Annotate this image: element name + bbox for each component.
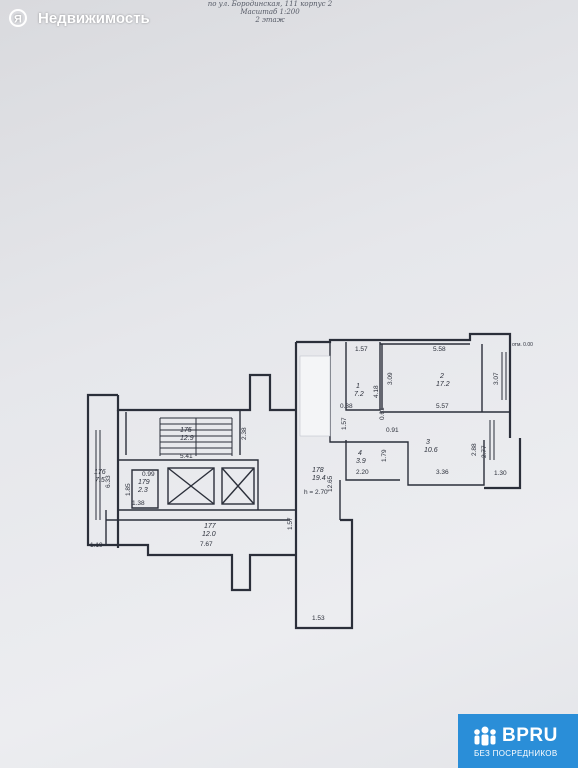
dim-label: 0.91 xyxy=(386,427,399,434)
dim-label: 7.67 xyxy=(200,541,213,548)
yandex-logo-icon: Я xyxy=(8,8,32,28)
room-area: 12.0 xyxy=(202,531,216,538)
room-number: 175 xyxy=(180,427,192,434)
dim-label: 1.19 xyxy=(90,542,103,549)
room-area: 10.6 xyxy=(424,447,438,454)
dim-label: 1.38 xyxy=(132,500,145,507)
room-area: 7.5 xyxy=(95,477,105,484)
room-area: 3.9 xyxy=(356,458,366,465)
dim-label: 1.79 xyxy=(381,449,388,462)
badge-subtitle: БЕЗ ПОСРЕДНИКОВ xyxy=(474,749,558,758)
dim-label: 2.20 xyxy=(356,469,369,476)
room-number: 2 xyxy=(439,373,444,380)
room-number: 1 xyxy=(356,383,360,390)
room-number: 176 xyxy=(94,469,106,476)
dim-label: 3.09 xyxy=(387,372,394,385)
dim-label: 1.57 xyxy=(341,417,348,430)
stair-treads xyxy=(159,417,233,456)
inner-walls xyxy=(105,342,510,555)
yandex-realty-watermark: Я Недвижимость xyxy=(8,8,150,28)
dim-label: 1.85 xyxy=(125,483,132,496)
bpru-badge[interactable]: BPRU БЕЗ ПОСРЕДНИКОВ xyxy=(458,714,578,768)
dim-label: 1.57 xyxy=(287,517,294,530)
room-area: 17.2 xyxy=(436,381,450,388)
room-number: 4 xyxy=(358,450,362,457)
dim-label: 2.77 xyxy=(481,445,488,458)
dim-label: 1.30 xyxy=(494,470,507,477)
room-number: 3 xyxy=(426,439,430,446)
dim-label: 1.53 xyxy=(312,615,325,622)
dim-label: 5.41 xyxy=(180,453,193,460)
room-number: 177 xyxy=(204,523,217,530)
dim-label: 3.36 xyxy=(436,469,449,476)
dim-label: 4.18 xyxy=(373,385,380,398)
room-area: 2.3 xyxy=(137,487,148,494)
svg-text:Я: Я xyxy=(14,14,22,26)
dim-label: 12.65 xyxy=(327,475,334,492)
plan-header: по ул. Бородинская, 111 корпус 2 Масштаб… xyxy=(200,0,340,24)
header-floor: 2 этаж xyxy=(255,16,285,24)
dim-label: 3.07 xyxy=(493,372,500,385)
dim-label: 0.61 xyxy=(379,407,386,420)
elevator-shafts xyxy=(167,467,255,505)
watermark-text: Недвижимость xyxy=(38,9,150,27)
room-number: 179 xyxy=(138,479,150,486)
dim-label: 6.33 xyxy=(105,475,112,488)
room-number: 178 xyxy=(312,467,324,474)
dim-label: 5.57 xyxy=(436,403,449,410)
room-area: 12.9 xyxy=(180,435,194,442)
level-mark: отм. 0.00 xyxy=(512,342,533,348)
dim-label: 2.38 xyxy=(241,427,248,440)
height-mark: h = 2.70 xyxy=(304,489,328,496)
window-marks xyxy=(95,352,507,520)
corridor-glare xyxy=(299,355,331,437)
dim-label: 5.58 xyxy=(433,346,446,353)
dim-label: 0.99 xyxy=(142,471,155,478)
room-area: 7.2 xyxy=(354,391,364,398)
dim-label: 2.88 xyxy=(471,443,478,456)
room-area: 19.4 xyxy=(312,475,326,482)
dim-label: 1.57 xyxy=(355,346,368,353)
people-icon xyxy=(472,724,498,748)
dim-label: 0.38 xyxy=(340,403,353,410)
badge-brand: BPRU xyxy=(502,725,558,746)
header-scale: Масштаб 1:200 xyxy=(240,8,300,16)
header-address: по ул. Бородинская, 111 корпус 2 xyxy=(207,0,333,8)
dimension-labels: 1.57 5.58 3.09 3.07 5.57 4.18 0.38 0.91 … xyxy=(90,342,533,622)
room-labels: 1 7.2 2 17.2 3 10.6 4 3.9 175 12.9 176 7… xyxy=(94,373,450,538)
